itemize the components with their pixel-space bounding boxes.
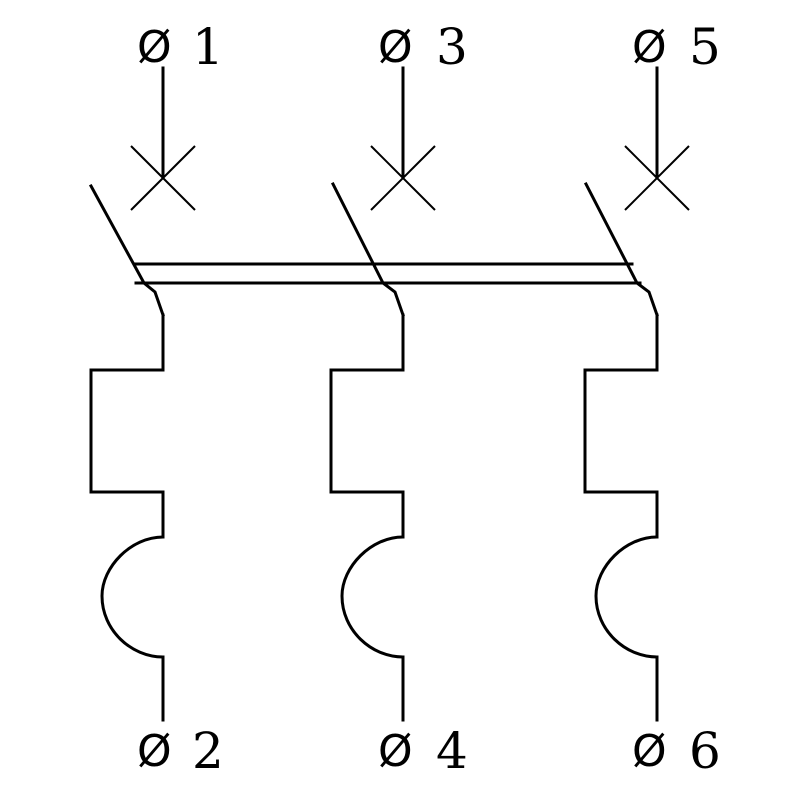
pole-3-thermal-element [583,313,659,539]
pole-1-bottom-number: 2 [192,722,224,780]
pole-2-top-symbol: Ø [378,22,413,73]
pole-2-bottom-symbol: Ø [378,726,413,777]
pole-3-bottom-number: 6 [689,722,721,780]
pole-2-thermal-element [329,313,405,539]
pole-2-bottom-terminal: Ø 4 [378,722,468,780]
pole-2-bottom-number: 4 [436,722,468,780]
pole-1-contact-cross [130,145,196,211]
pole-1-top-number: 1 [192,18,224,76]
pole-3-switch-blade [583,181,659,317]
pole-3: Ø 5 Ø 6 [583,18,721,780]
pole-1-top-symbol: Ø [137,22,172,73]
pole-3-contact-cross [624,145,690,211]
pole-3-magnetic-coil [594,535,659,659]
pole-3-bottom-terminal: Ø 6 [632,722,721,780]
pole-1-bottom-symbol: Ø [137,726,172,777]
pole-2-switch-blade [330,181,405,317]
pole-1-top-terminal: Ø 1 [137,18,224,76]
pole-2: Ø 3 Ø 4 [329,18,468,780]
pole-1-magnetic-coil [100,535,165,659]
pole-2-top-terminal: Ø 3 [378,18,468,76]
pole-1: Ø 1 Ø 2 [88,18,224,780]
pole-2-top-number: 3 [436,18,468,76]
pole-2-contact-cross [370,145,436,211]
pole-1-thermal-element [89,313,165,539]
pole-3-top-terminal: Ø 5 [632,18,721,76]
pole-3-bottom-symbol: Ø [632,726,667,777]
pole-1-bottom-terminal: Ø 2 [137,722,224,780]
pole-1-switch-blade [88,183,165,317]
pole-3-top-number: 5 [689,18,721,76]
pole-3-top-symbol: Ø [632,22,667,73]
pole-2-magnetic-coil [340,535,405,659]
mechanical-linkage [134,262,642,285]
